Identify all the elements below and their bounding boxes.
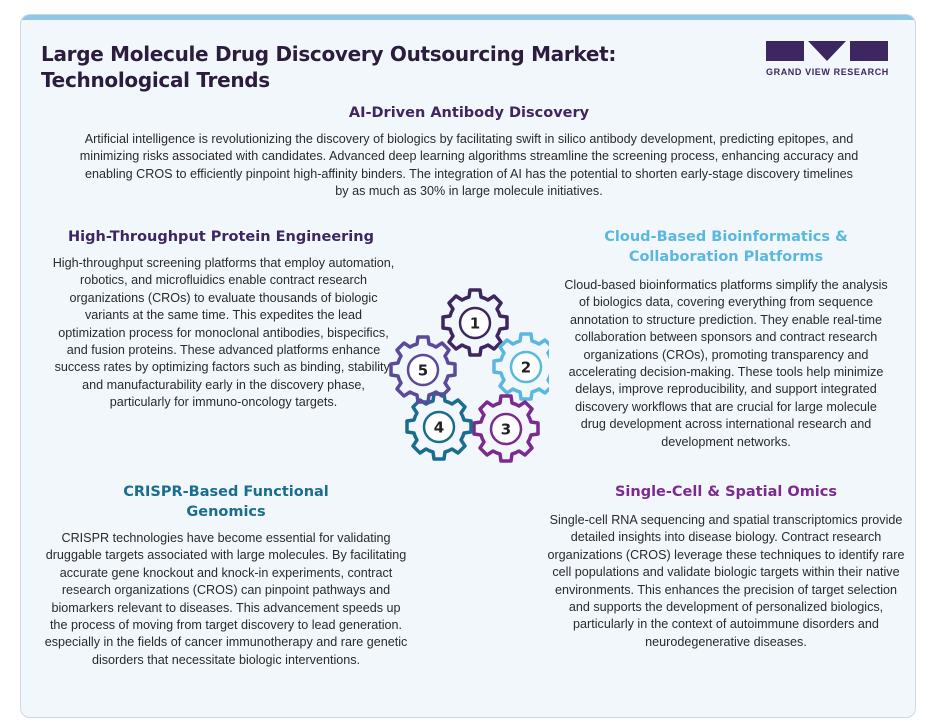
gear-2-label: 2 xyxy=(521,359,531,377)
gear-3-label: 3 xyxy=(501,421,511,439)
ai-section-heading: AI-Driven Antibody Discovery xyxy=(348,105,590,121)
single-cell-section-body: Single-cell RNA sequencing and spatial t… xyxy=(547,513,905,649)
logo-mark-group xyxy=(766,41,896,61)
gear-4-label: 4 xyxy=(434,419,444,437)
logo-mark-middle xyxy=(808,41,846,61)
single-cell-section-heading: Single-Cell & Spatial Omics xyxy=(614,484,838,500)
htp-section-body: High-throughput screening platforms that… xyxy=(52,256,395,410)
title-line-1: Large Molecule Drug Discovery Outsourcin… xyxy=(41,42,617,66)
gear-2-icon: 2 xyxy=(492,332,549,401)
ai-section-body: Artificial intelligence is revolutionizi… xyxy=(79,132,859,199)
grand-view-research-logo: GRAND VIEW RESEARCH xyxy=(766,41,896,91)
htp-section-heading: High-Throughput Protein Engineering xyxy=(68,229,374,245)
logo-text: GRAND VIEW RESEARCH xyxy=(766,67,889,77)
gear-3-icon: 3 xyxy=(472,394,540,463)
title-line-2: Technological Trends xyxy=(41,68,270,92)
crispr-section-heading: CRISPR-Based Functional Genomics xyxy=(123,484,329,520)
accent-bar xyxy=(21,15,915,20)
gear-cluster: 1 2 3 4 5 xyxy=(389,288,549,463)
logo-mark-right xyxy=(850,41,888,61)
gear-5-label: 5 xyxy=(418,362,428,380)
gear-5-icon: 5 xyxy=(389,335,457,404)
infographic-card: Large Molecule Drug Discovery Outsourcin… xyxy=(20,14,916,718)
gear-4-icon: 4 xyxy=(405,392,473,461)
page-title: Large Molecule Drug Discovery Outsourcin… xyxy=(41,41,681,93)
gear-1-label: 1 xyxy=(470,315,480,333)
logo-mark-left xyxy=(766,41,804,61)
gear-1-icon: 1 xyxy=(441,288,509,357)
cloud-section-body: Cloud-based bioinformatics platforms sim… xyxy=(564,278,888,449)
cloud-section-heading: Cloud-Based Bioinformatics & Collaborati… xyxy=(604,229,848,265)
crispr-section-body: CRISPR technologies have become essentia… xyxy=(44,531,408,667)
